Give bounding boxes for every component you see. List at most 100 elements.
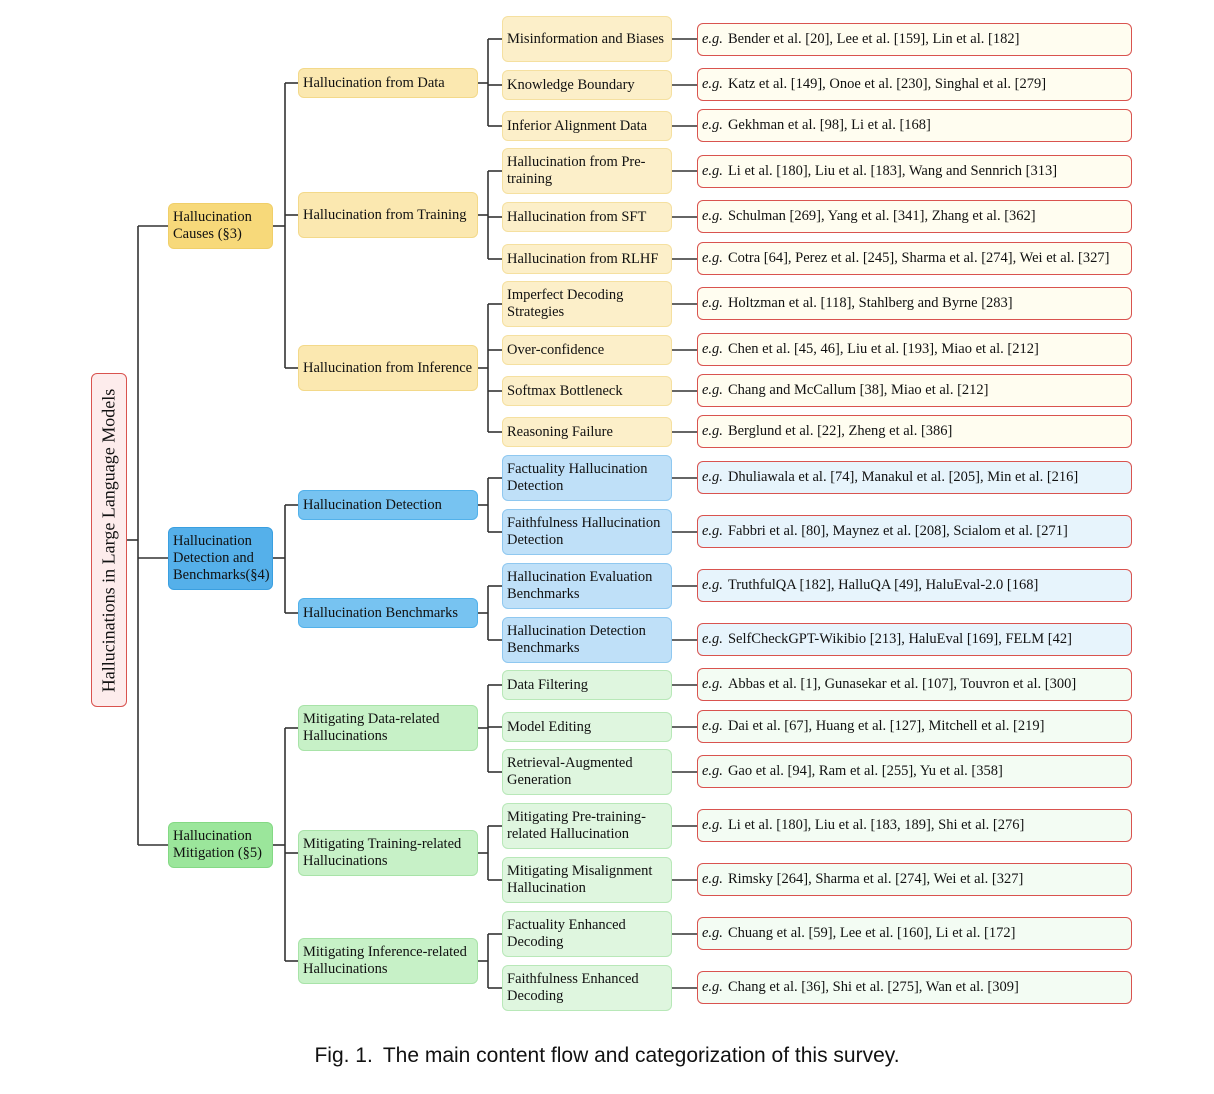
refs-knowledge-boundary: e.g.Katz et al. [149], Onoe et al. [230]… bbox=[697, 68, 1132, 101]
branch-label: Hallucination Mitigation (§5) bbox=[173, 828, 263, 861]
refs-faithfulness-decoding: e.g.Chang et al. [36], Shi et al. [275],… bbox=[697, 971, 1132, 1004]
refs-text: Abbas et al. [1], Gunasekar et al. [107]… bbox=[727, 676, 1077, 692]
item-model-editing: Model Editing bbox=[502, 712, 672, 742]
item-label: Inferior Alignment Data bbox=[507, 117, 648, 134]
item-evaluation-benchmarks: Hallucination Evaluation Benchmarks bbox=[502, 563, 672, 609]
item-label: Misinformation and Biases bbox=[507, 30, 665, 47]
item-label: Data Filtering bbox=[507, 676, 588, 693]
item-label: Mitigating Misalignment Hallucination bbox=[507, 863, 653, 896]
eg-label: e.g. bbox=[702, 817, 723, 833]
root-node: Hallucinations in Large Language Models bbox=[91, 373, 127, 707]
caption-number: Fig. 1. bbox=[314, 1044, 373, 1067]
group-training: Hallucination from Training bbox=[298, 192, 478, 238]
refs-factuality-detection: e.g.Dhuliawala et al. [74], Manakul et a… bbox=[697, 461, 1132, 494]
eg-label: e.g. bbox=[702, 925, 723, 941]
refs-mitigating-pretraining: e.g.Li et al. [180], Liu et al. [183, 18… bbox=[697, 809, 1132, 842]
branch-label: Hallucination Detection and Benchmarks(§… bbox=[173, 533, 270, 583]
item-label: Hallucination Detection Benchmarks bbox=[507, 623, 646, 656]
eg-label: e.g. bbox=[702, 718, 723, 734]
eg-label: e.g. bbox=[702, 208, 723, 224]
refs-text: Gao et al. [94], Ram et al. [255], Yu et… bbox=[727, 763, 1003, 779]
refs-softmax: e.g.Chang and McCallum [38], Miao et al.… bbox=[697, 374, 1132, 407]
refs-inferior-alignment: e.g.Gekhman et al. [98], Li et al. [168] bbox=[697, 109, 1132, 142]
refs-text: Chang and McCallum [38], Miao et al. [21… bbox=[727, 382, 989, 398]
item-faithfulness-detection: Faithfulness Hallucination Detection bbox=[502, 509, 672, 555]
item-data-filtering: Data Filtering bbox=[502, 670, 672, 700]
item-misinformation: Misinformation and Biases bbox=[502, 16, 672, 62]
group-inference: Hallucination from Inference bbox=[298, 345, 478, 391]
figure-caption: Fig. 1. The main content flow and categor… bbox=[0, 1044, 1214, 1068]
group-mitigating-data: Mitigating Data-related Hallucinations bbox=[298, 705, 478, 751]
item-pretraining: Hallucination from Pre-training bbox=[502, 148, 672, 194]
eg-label: e.g. bbox=[702, 76, 723, 92]
item-decoding: Imperfect Decoding Strategies bbox=[502, 281, 672, 327]
refs-text: Gekhman et al. [98], Li et al. [168] bbox=[727, 117, 931, 133]
refs-text: Dai et al. [67], Huang et al. [127], Mit… bbox=[727, 718, 1045, 734]
item-label: Softmax Bottleneck bbox=[507, 382, 623, 399]
item-label: Faithfulness Hallucination Detection bbox=[507, 515, 661, 548]
item-label: Hallucination from RLHF bbox=[507, 250, 659, 267]
refs-text: Rimsky [264], Sharma et al. [274], Wei e… bbox=[727, 871, 1024, 887]
group-label: Hallucination from Data bbox=[303, 74, 445, 91]
caption-text: The main content flow and categorization… bbox=[382, 1044, 900, 1067]
group-label: Mitigating Data-related Hallucinations bbox=[303, 711, 440, 744]
refs-overconfidence: e.g.Chen et al. [45, 46], Liu et al. [19… bbox=[697, 333, 1132, 366]
refs-data-filtering: e.g.Abbas et al. [1], Gunasekar et al. [… bbox=[697, 668, 1132, 701]
item-mitigating-misalignment: Mitigating Misalignment Hallucination bbox=[502, 857, 672, 903]
eg-label: e.g. bbox=[702, 250, 723, 266]
item-reasoning: Reasoning Failure bbox=[502, 417, 672, 447]
item-label: Hallucination Evaluation Benchmarks bbox=[507, 569, 653, 602]
item-mitigating-pretraining: Mitigating Pre-training-related Hallucin… bbox=[502, 803, 672, 849]
item-factuality-decoding: Factuality Enhanced Decoding bbox=[502, 911, 672, 957]
refs-text: Cotra [64], Perez et al. [245], Sharma e… bbox=[727, 250, 1110, 266]
refs-text: Chuang et al. [59], Lee et al. [160], Li… bbox=[727, 925, 1016, 941]
refs-text: SelfCheckGPT-Wikibio [213], HaluEval [16… bbox=[727, 631, 1072, 647]
item-rlhf: Hallucination from RLHF bbox=[502, 244, 672, 274]
refs-text: Li et al. [180], Liu et al. [183], Wang … bbox=[727, 163, 1058, 179]
eg-label: e.g. bbox=[702, 676, 723, 692]
refs-text: Dhuliawala et al. [74], Manakul et al. [… bbox=[727, 469, 1079, 485]
refs-text: Holtzman et al. [118], Stahlberg and Byr… bbox=[727, 295, 1013, 311]
group-label: Mitigating Inference-related Hallucinati… bbox=[303, 944, 467, 977]
refs-faithfulness-detection: e.g.Fabbri et al. [80], Maynez et al. [2… bbox=[697, 515, 1132, 548]
eg-label: e.g. bbox=[702, 871, 723, 887]
refs-text: Bender et al. [20], Lee et al. [159], Li… bbox=[727, 31, 1020, 47]
eg-label: e.g. bbox=[702, 382, 723, 398]
eg-label: e.g. bbox=[702, 423, 723, 439]
group-label: Hallucination Benchmarks bbox=[303, 604, 459, 621]
item-label: Factuality Enhanced Decoding bbox=[507, 917, 626, 950]
item-label: Model Editing bbox=[507, 718, 592, 735]
item-label: Hallucination from Pre-training bbox=[507, 154, 646, 187]
group-label: Mitigating Training-related Hallucinatio… bbox=[303, 836, 462, 869]
refs-factuality-decoding: e.g.Chuang et al. [59], Lee et al. [160]… bbox=[697, 917, 1132, 950]
item-label: Imperfect Decoding Strategies bbox=[507, 287, 624, 320]
refs-text: TruthfulQA [182], HalluQA [49], HaluEval… bbox=[727, 577, 1039, 593]
group-mitigating-training: Mitigating Training-related Hallucinatio… bbox=[298, 830, 478, 876]
eg-label: e.g. bbox=[702, 163, 723, 179]
eg-label: e.g. bbox=[702, 763, 723, 779]
branch-mitigation: Hallucination Mitigation (§5) bbox=[168, 822, 273, 868]
eg-label: e.g. bbox=[702, 295, 723, 311]
refs-mitigating-misalignment: e.g.Rimsky [264], Sharma et al. [274], W… bbox=[697, 863, 1132, 896]
refs-reasoning: e.g.Berglund et al. [22], Zheng et al. [… bbox=[697, 415, 1132, 448]
item-detection-benchmarks: Hallucination Detection Benchmarks bbox=[502, 617, 672, 663]
item-label: Over-confidence bbox=[507, 341, 605, 358]
refs-text: Berglund et al. [22], Zheng et al. [386] bbox=[727, 423, 953, 439]
group-mitigating-inference: Mitigating Inference-related Hallucinati… bbox=[298, 938, 478, 984]
item-overconfidence: Over-confidence bbox=[502, 335, 672, 365]
refs-text: Katz et al. [149], Onoe et al. [230], Si… bbox=[727, 76, 1047, 92]
refs-text: Schulman [269], Yang et al. [341], Zhang… bbox=[727, 208, 1036, 224]
refs-text: Fabbri et al. [80], Maynez et al. [208],… bbox=[727, 523, 1068, 539]
eg-label: e.g. bbox=[702, 31, 723, 47]
item-label: Reasoning Failure bbox=[507, 423, 613, 440]
refs-model-editing: e.g.Dai et al. [67], Huang et al. [127],… bbox=[697, 710, 1132, 743]
refs-text: Chang et al. [36], Shi et al. [275], Wan… bbox=[727, 979, 1019, 995]
item-softmax: Softmax Bottleneck bbox=[502, 376, 672, 406]
refs-text: Chen et al. [45, 46], Liu et al. [193], … bbox=[727, 341, 1039, 357]
eg-label: e.g. bbox=[702, 577, 723, 593]
branch-detection: Hallucination Detection and Benchmarks(§… bbox=[168, 527, 273, 590]
refs-detection-benchmarks: e.g.SelfCheckGPT-Wikibio [213], HaluEval… bbox=[697, 623, 1132, 656]
eg-label: e.g. bbox=[702, 117, 723, 133]
item-label: Hallucination from SFT bbox=[507, 208, 647, 225]
